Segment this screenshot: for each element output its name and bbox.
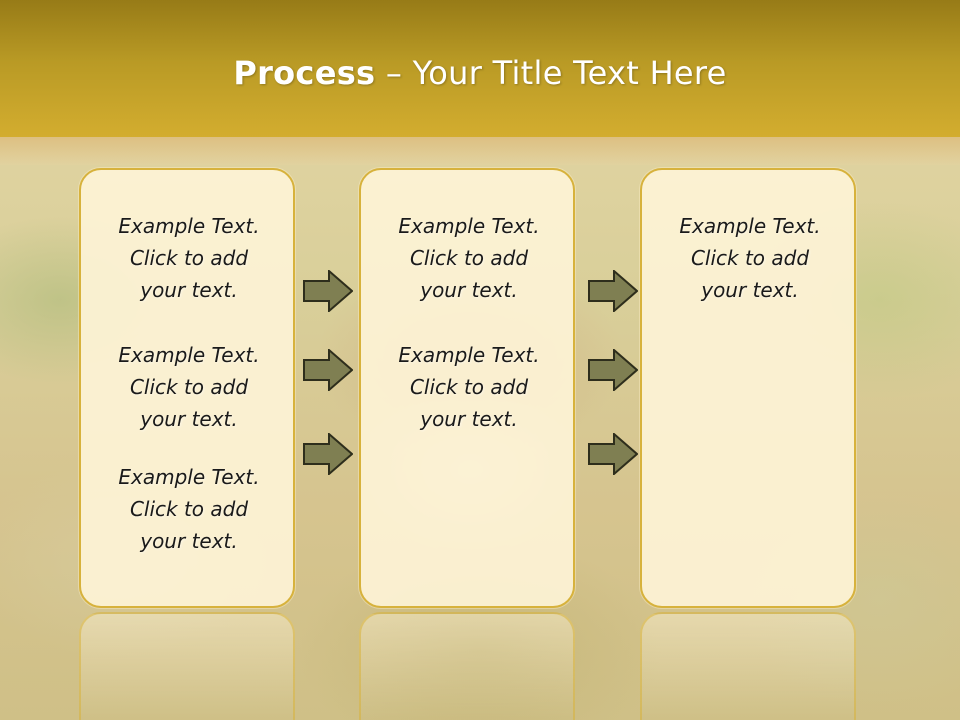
box-1-reflection — [79, 612, 295, 720]
box-3-reflection — [640, 612, 856, 720]
right-arrow-icon[interactable] — [588, 270, 638, 312]
box-1-text-2[interactable]: Example Text. Click to add your text. — [81, 339, 297, 435]
right-arrow-icon[interactable] — [303, 270, 353, 312]
right-arrow-icon[interactable] — [303, 349, 353, 391]
box-2-text-1[interactable]: Example Text. Click to add your text. — [361, 210, 577, 306]
text-line: Click to add — [409, 246, 529, 270]
process-box-1[interactable]: Example Text. Click to add your text. Ex… — [79, 168, 295, 608]
text-line: Example Text. — [118, 465, 260, 489]
box-1-text-3[interactable]: Example Text. Click to add your text. — [81, 461, 297, 557]
text-line: Example Text. — [118, 343, 260, 367]
text-line: your text. — [140, 278, 238, 302]
text-line: Example Text. — [679, 214, 821, 238]
process-box-3[interactable]: Example Text. Click to add your text. — [640, 168, 856, 608]
title-rest: – Your Title Text Here — [375, 54, 727, 92]
right-arrow-icon[interactable] — [588, 433, 638, 475]
title-bold: Process — [233, 54, 376, 92]
text-line: your text. — [420, 278, 518, 302]
text-line: Click to add — [129, 497, 249, 521]
right-arrow-icon[interactable] — [303, 433, 353, 475]
text-line: Click to add — [129, 375, 249, 399]
title-bar-strip — [0, 137, 960, 165]
text-line: Click to add — [690, 246, 810, 270]
text-line: Example Text. — [398, 214, 540, 238]
box-2-text-2[interactable]: Example Text. Click to add your text. — [361, 339, 577, 435]
text-line: Click to add — [409, 375, 529, 399]
text-line: your text. — [140, 407, 238, 431]
box-3-text-1[interactable]: Example Text. Click to add your text. — [642, 210, 858, 306]
box-1-text-1[interactable]: Example Text. Click to add your text. — [81, 210, 297, 306]
text-line: your text. — [140, 529, 238, 553]
process-box-2[interactable]: Example Text. Click to add your text. Ex… — [359, 168, 575, 608]
text-line: Click to add — [129, 246, 249, 270]
slide-title[interactable]: Process – Your Title Text Here — [0, 54, 960, 92]
box-2-reflection — [359, 612, 575, 720]
text-line: your text. — [701, 278, 799, 302]
text-line: your text. — [420, 407, 518, 431]
right-arrow-icon[interactable] — [588, 349, 638, 391]
title-bar — [0, 0, 960, 137]
text-line: Example Text. — [398, 343, 540, 367]
text-line: Example Text. — [118, 214, 260, 238]
